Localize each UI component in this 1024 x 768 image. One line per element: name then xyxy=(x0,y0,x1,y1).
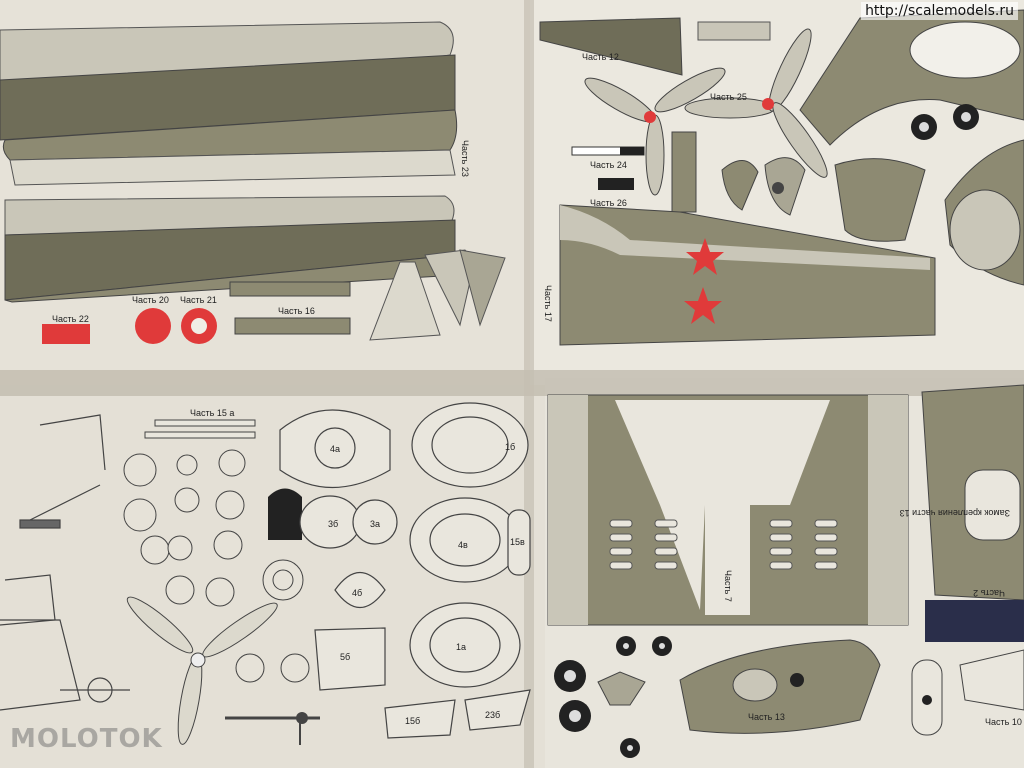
dark-blue-strip xyxy=(925,600,1024,642)
small-discs xyxy=(123,449,310,683)
zamok-box xyxy=(964,469,1021,541)
part-20-disc xyxy=(135,308,171,344)
red-star-upper xyxy=(686,238,724,275)
dark-half-disc xyxy=(268,488,302,540)
site-watermark: http://scalemodels.ru xyxy=(861,2,1018,20)
part-13-panel xyxy=(679,639,881,734)
circle-labels: 3б 3а 4в 4б 5б 1б 4а 1а 15в 15б 23б xyxy=(328,442,525,726)
svg-text:4б: 4б xyxy=(352,588,362,598)
fold-shadow-vertical xyxy=(524,0,534,768)
label-part-15a: Часть 15 а xyxy=(190,408,234,418)
svg-text:3а: 3а xyxy=(370,519,380,529)
svg-text:5б: 5б xyxy=(340,652,350,662)
label-part-2: Часть 2 xyxy=(973,588,1005,598)
part-18-bracket xyxy=(597,671,646,706)
label-part-26: Часть 26 xyxy=(590,198,627,208)
tail-fin-a xyxy=(369,261,441,341)
part-10-panel xyxy=(834,158,926,242)
part-16-strip-a xyxy=(229,281,351,297)
svg-text:15б: 15б xyxy=(405,716,420,726)
svg-text:1а: 1а xyxy=(456,642,466,652)
part-12-panel xyxy=(539,17,683,76)
part-17-fuselage xyxy=(559,204,936,346)
wheels-bottom xyxy=(554,636,672,758)
svg-text:15в: 15в xyxy=(510,537,525,547)
red-star-lower xyxy=(684,287,722,324)
wing-part-22 xyxy=(4,195,459,303)
svg-text:4в: 4в xyxy=(458,540,468,550)
part-8-strip xyxy=(671,131,697,213)
part-10-piece xyxy=(959,649,1024,711)
part-15-shape xyxy=(764,157,806,216)
svg-text:23б: 23б xyxy=(485,710,500,720)
label-part-22: Часть 22 xyxy=(52,314,89,324)
part-26-dark xyxy=(598,178,634,190)
wing-part-23 xyxy=(0,21,458,186)
svg-text:4а: 4а xyxy=(330,444,340,454)
tail-fin-c xyxy=(459,249,506,327)
label-part-17: Часть 17 xyxy=(543,285,553,322)
svg-text:1б: 1б xyxy=(505,442,515,452)
fold-shadow xyxy=(0,370,1024,396)
propeller-top-left xyxy=(584,67,726,196)
molotok-logo: MOLOTOK xyxy=(10,724,163,754)
label-part-13b: Часть 13 xyxy=(748,712,785,722)
part-13-strip xyxy=(697,21,771,41)
part-7-panel xyxy=(547,394,909,626)
propeller-bottom xyxy=(126,596,278,745)
label-part-7: Часть 7 xyxy=(723,570,733,602)
cowl-window xyxy=(909,21,1021,79)
label-part-16: Часть 16 xyxy=(278,306,315,316)
fuselage-formers xyxy=(279,402,531,739)
svg-text:3б: 3б xyxy=(328,519,338,529)
label-part-24: Часть 24 xyxy=(590,160,627,170)
label-part-23: Часть 23 xyxy=(460,140,470,177)
part-22-strip xyxy=(42,324,90,344)
label-part-10: Часть 10 xyxy=(985,717,1022,727)
propeller-top-right xyxy=(684,28,828,178)
label-zamok: Замок крепления части 13 xyxy=(900,508,1010,518)
label-part-20: Часть 20 xyxy=(132,295,169,305)
part-16-strip-b xyxy=(234,317,351,335)
label-part-21: Часть 21 xyxy=(180,295,217,305)
label-part-12: Часть 12 xyxy=(582,52,619,62)
label-part-25: Часть 25 xyxy=(710,92,747,102)
part-15a-strip xyxy=(154,419,256,427)
assembly-diagram xyxy=(0,414,130,711)
part-9-shape xyxy=(721,160,759,211)
